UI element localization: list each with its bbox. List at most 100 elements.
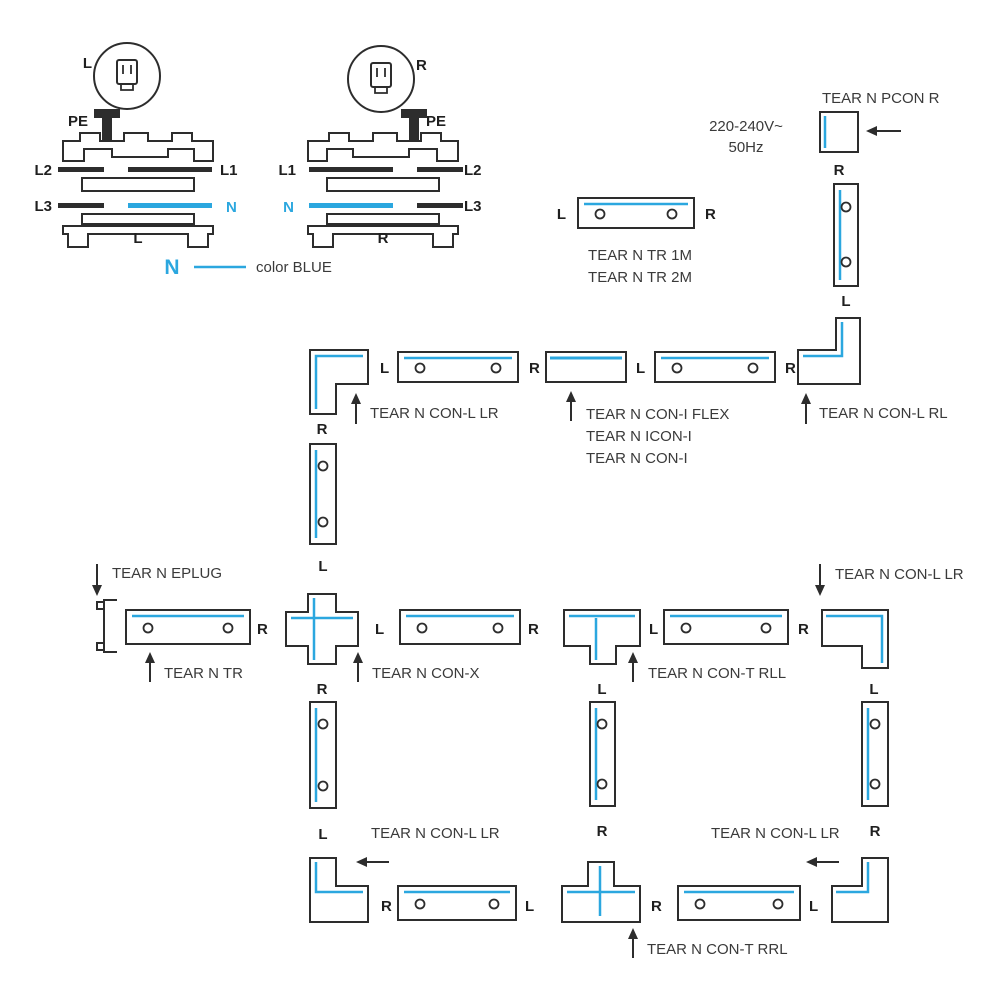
pin-l3-label: L3	[34, 198, 52, 215]
track-piece	[677, 885, 801, 921]
tr-label: TEAR N TR	[164, 665, 243, 682]
main-run: TEAR N EPLUG R TEAR N TR L R	[92, 564, 964, 698]
con-i-label: TEAR N CON-I	[586, 450, 688, 467]
screw-hole	[760, 622, 772, 634]
corner-con-l-lr	[309, 349, 369, 415]
pin-l1-label: L1	[220, 162, 238, 179]
con-x-label: TEAR N CON-X	[372, 665, 480, 682]
con-l-lr-label: TEAR N CON-L LR	[370, 405, 499, 422]
arrow-left-icon	[806, 857, 839, 867]
n-conductor-line	[826, 614, 884, 663]
end-label-r: R	[785, 360, 796, 377]
vertical-track	[589, 701, 616, 807]
end-label-l: L	[525, 898, 534, 915]
tee-connector-con-t-rll	[563, 609, 641, 665]
con-i-flex-label: TEAR N CON-I FLEX	[586, 406, 729, 423]
power-feed-section: 220-240V~ 50Hz TEAR N PCON R R L	[709, 90, 940, 310]
pinout-left-center-label: L	[133, 230, 142, 247]
end-label-l: L	[869, 681, 878, 698]
plug-socket-l-icon	[93, 42, 161, 110]
cross-connector-con-x	[285, 593, 359, 665]
corner-con-l-bottom-left	[309, 857, 369, 923]
con-l-lr-label: TEAR N CON-L LR	[711, 825, 840, 842]
n-conductor-line	[803, 322, 844, 358]
end-label-l: L	[375, 621, 384, 638]
pin-l2-right-label: L2	[464, 162, 482, 179]
screw-hole	[416, 622, 428, 634]
screw-hole	[840, 256, 852, 268]
n-conductor-line	[314, 862, 363, 894]
legend-n-symbol: N	[164, 256, 179, 279]
pin-l3-right-label: L3	[464, 198, 482, 215]
arrow-up-icon	[566, 391, 576, 421]
arrow-down-icon	[92, 564, 102, 596]
feed-track-vertical	[833, 183, 859, 287]
pcon-r-label: TEAR N PCON R	[822, 90, 940, 107]
end-label-r: R	[317, 421, 328, 438]
screw-hole	[594, 208, 606, 220]
screw-hole	[317, 460, 329, 472]
con-t-rll-label: TEAR N CON-T RLL	[648, 665, 786, 682]
screw-hole	[492, 622, 504, 634]
plug-l-label: L	[83, 55, 92, 72]
end-label-r: R	[528, 621, 539, 638]
con-l-lr-label: TEAR N CON-L LR	[835, 566, 964, 583]
vertical-track	[309, 443, 337, 545]
track-piece	[399, 609, 521, 645]
con-t-rrl-label: TEAR N CON-T RRL	[647, 941, 788, 958]
track-piece	[125, 609, 251, 645]
end-label-r: R	[705, 206, 716, 223]
screw-hole	[671, 362, 683, 374]
middle-run: L R R L R TEAR N CON-L LR	[309, 317, 948, 467]
end-label-l: L	[318, 558, 327, 575]
pinout-right-center-label: R	[378, 230, 389, 247]
end-label-r: R	[870, 823, 881, 840]
screw-hole	[317, 516, 329, 528]
arrow-up-icon	[801, 393, 811, 424]
end-label-l: L	[841, 293, 850, 310]
plug-socket-r-icon	[347, 45, 415, 113]
end-label-l: L	[636, 360, 645, 377]
arrow-down-icon	[815, 564, 825, 596]
frequency-label: 50Hz	[728, 139, 763, 156]
arrow-up-icon	[351, 393, 361, 424]
pin-pe-right-label: PE	[426, 113, 446, 130]
n-color-legend: N color BLUE	[164, 256, 331, 279]
tr-2m-label: TEAR N TR 2M	[588, 269, 692, 286]
track-piece	[654, 351, 776, 383]
end-label-r: R	[798, 621, 809, 638]
screw-hole	[490, 362, 502, 374]
pin-n-left-label: N	[226, 199, 237, 216]
corner-con-l-bottom-right	[831, 857, 889, 923]
plug-r-label: R	[416, 57, 427, 74]
track-piece	[663, 609, 789, 645]
arrow-left-icon	[356, 857, 389, 867]
tr-1m-label: TEAR N TR 1M	[588, 247, 692, 264]
screw-hole	[488, 898, 500, 910]
end-label-r: R	[381, 898, 392, 915]
tr-track-sample: L R TEAR N TR 1M TEAR N TR 2M	[557, 197, 716, 286]
screw-hole	[222, 622, 234, 634]
con-i-connector	[545, 351, 627, 383]
con-l-lr-label: TEAR N CON-L LR	[371, 825, 500, 842]
end-label-l: L	[380, 360, 389, 377]
pin-l2-label: L2	[34, 162, 52, 179]
screw-hole	[772, 898, 784, 910]
voltage-label: 220-240V~	[709, 118, 783, 135]
icon-i-label: TEAR N ICON-I	[586, 428, 692, 445]
arrow-up-icon	[353, 652, 363, 682]
screw-hole	[869, 778, 881, 790]
screw-hole	[317, 718, 329, 730]
screw-hole	[142, 622, 154, 634]
screw-hole	[317, 780, 329, 792]
end-label-l: L	[809, 898, 818, 915]
screw-hole	[747, 362, 759, 374]
track-piece	[397, 351, 519, 383]
vertical-track	[861, 701, 889, 807]
arrow-up-icon	[628, 928, 638, 958]
pin-l1-right-label: L1	[278, 162, 296, 179]
n-conductor-line	[314, 354, 363, 409]
pin-n-right-label: N	[283, 199, 294, 216]
end-label-l: L	[649, 621, 658, 638]
n-conductor-line	[836, 862, 870, 894]
